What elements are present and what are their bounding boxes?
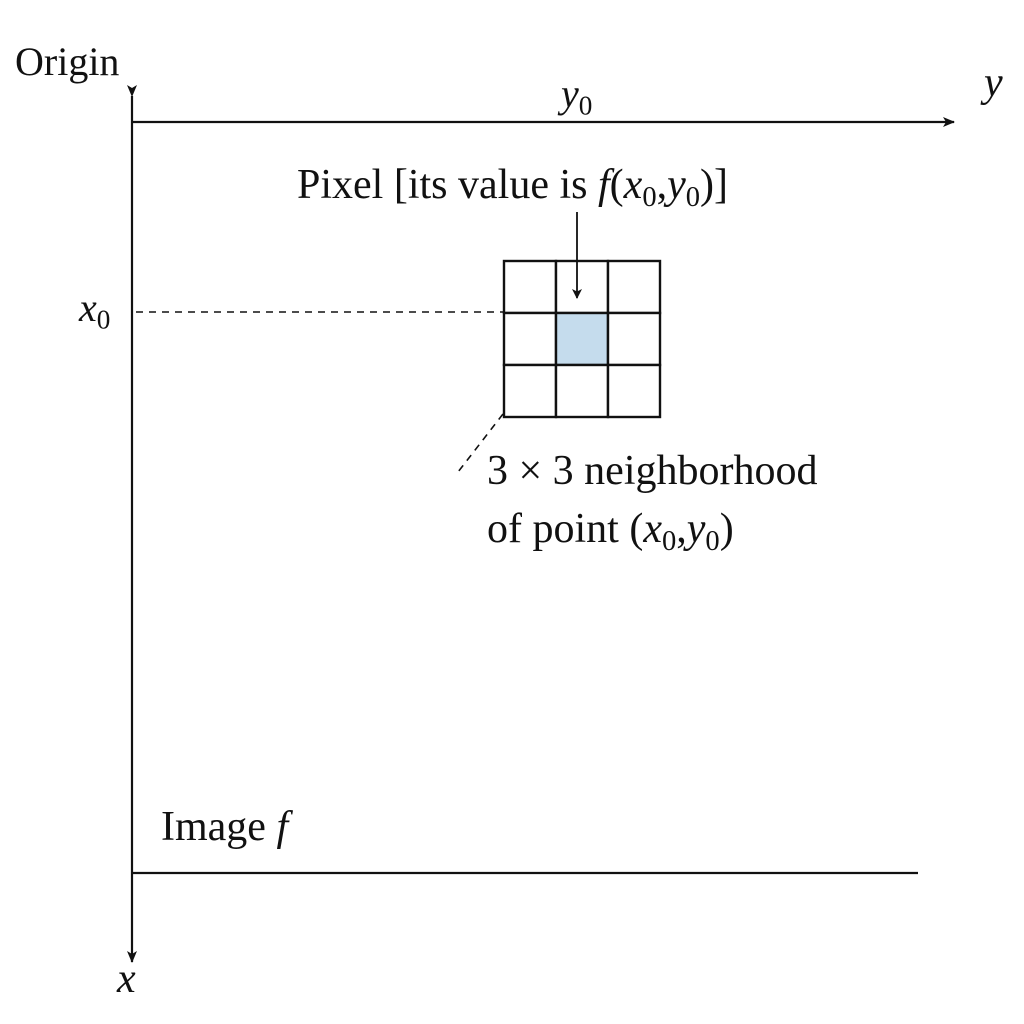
x-axis-label: x (117, 956, 136, 1002)
center-pixel-cell (554, 311, 610, 367)
neighborhood-caption-line1: 3 × 3 neighborhood (487, 448, 818, 494)
y0-tick-label: y0 (561, 71, 593, 121)
neighborhood-cell (502, 363, 558, 419)
image-label: Image f (161, 804, 289, 850)
neighborhood-cell (554, 259, 610, 315)
origin-label: Origin (15, 39, 120, 84)
neighborhood-cell (606, 363, 662, 419)
pixel-caption: Pixel [its value is f(x0,y0)] (297, 162, 729, 213)
neighborhood-cell (502, 311, 558, 367)
x0-tick-label: x0 (79, 285, 111, 335)
neighborhood-cell (606, 259, 662, 315)
neighborhood-cell (502, 259, 558, 315)
y-axis-label: y (984, 60, 1003, 106)
neighborhood-grid (502, 259, 662, 419)
neighborhood-cell (554, 363, 610, 419)
neighborhood-caption-line2: of point (x0,y0) (487, 506, 734, 557)
neighborhood-cell (606, 311, 662, 367)
